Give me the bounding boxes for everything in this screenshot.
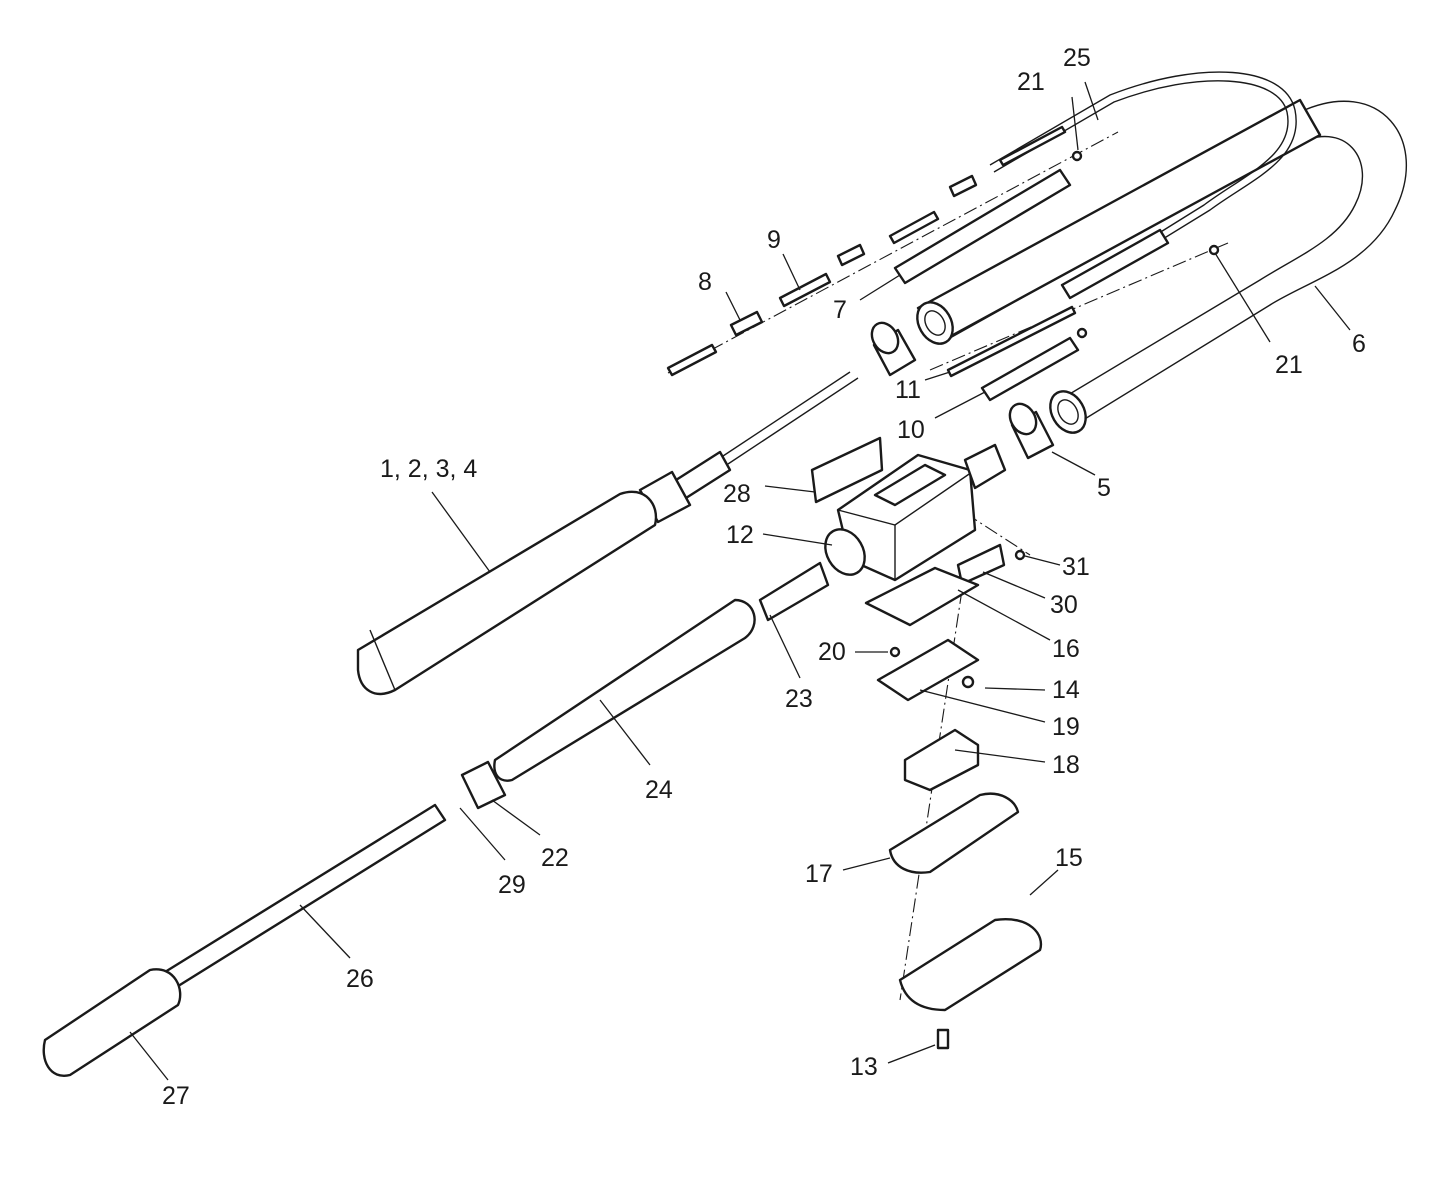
callout-28: 28 — [723, 480, 751, 508]
gasket-16 — [864, 566, 980, 627]
rod-11 — [946, 305, 1077, 378]
ring-22 — [460, 760, 507, 810]
assembly-axes — [667, 131, 1229, 1001]
callout-30: 30 — [1050, 591, 1078, 619]
callout-13: 13 — [850, 1053, 878, 1081]
callout-12: 12 — [726, 521, 754, 549]
callout-24: 24 — [645, 776, 673, 804]
cable-26 — [163, 803, 447, 990]
leader-lines — [129, 81, 1351, 1081]
callout-18: 18 — [1052, 751, 1080, 779]
callout-9: 9 — [767, 226, 781, 254]
callout-27: 27 — [162, 1082, 190, 1110]
callout-19: 19 — [1052, 713, 1080, 741]
oring-17 — [888, 792, 1020, 874]
rod-7 — [893, 168, 1072, 285]
callout-6: 6 — [1352, 330, 1366, 358]
screw-14 — [961, 675, 975, 689]
cable-loop — [989, 71, 1297, 300]
rod-10 — [980, 336, 1080, 402]
callout-5: 5 — [1097, 474, 1111, 502]
callout-26: 26 — [346, 965, 374, 993]
screw-31 — [1014, 549, 1026, 561]
plate-19 — [876, 638, 980, 702]
callout-10: 10 — [897, 416, 925, 444]
hose-assembly — [916, 98, 1407, 434]
callout-21-right: 21 — [1275, 351, 1303, 379]
callout-11: 11 — [895, 376, 921, 404]
callout-16: 16 — [1052, 635, 1080, 663]
callout-7: 7 — [833, 296, 847, 324]
callout-14: 14 — [1052, 676, 1080, 704]
callout-1-2-3-4: 1, 2, 3, 4 — [380, 455, 477, 483]
callout-20: 20 — [818, 638, 846, 666]
handle-24 — [493, 598, 756, 782]
screw-20 — [889, 646, 901, 658]
callout-17: 17 — [805, 860, 833, 888]
callout-31: 31 — [1062, 553, 1090, 581]
switch-housing — [824, 443, 1007, 582]
screw-13 — [936, 1028, 950, 1050]
connector-23 — [758, 561, 830, 622]
callout-labels: 1, 2, 3, 4 5 6 7 8 9 10 11 12 13 14 15 1… — [162, 44, 1366, 1110]
callout-25: 25 — [1063, 44, 1091, 72]
callout-29: 29 — [498, 871, 526, 899]
callout-8: 8 — [698, 268, 712, 296]
switch-18 — [903, 728, 980, 792]
ring-clamps — [870, 321, 1055, 460]
vibrator-head — [356, 371, 859, 696]
callout-15: 15 — [1055, 844, 1083, 872]
callout-21-top: 21 — [1017, 68, 1045, 96]
small-pins — [666, 125, 1220, 377]
plug-27 — [42, 968, 182, 1077]
base-plate-15 — [898, 918, 1043, 1012]
callout-22: 22 — [541, 844, 569, 872]
callout-23: 23 — [785, 685, 813, 713]
